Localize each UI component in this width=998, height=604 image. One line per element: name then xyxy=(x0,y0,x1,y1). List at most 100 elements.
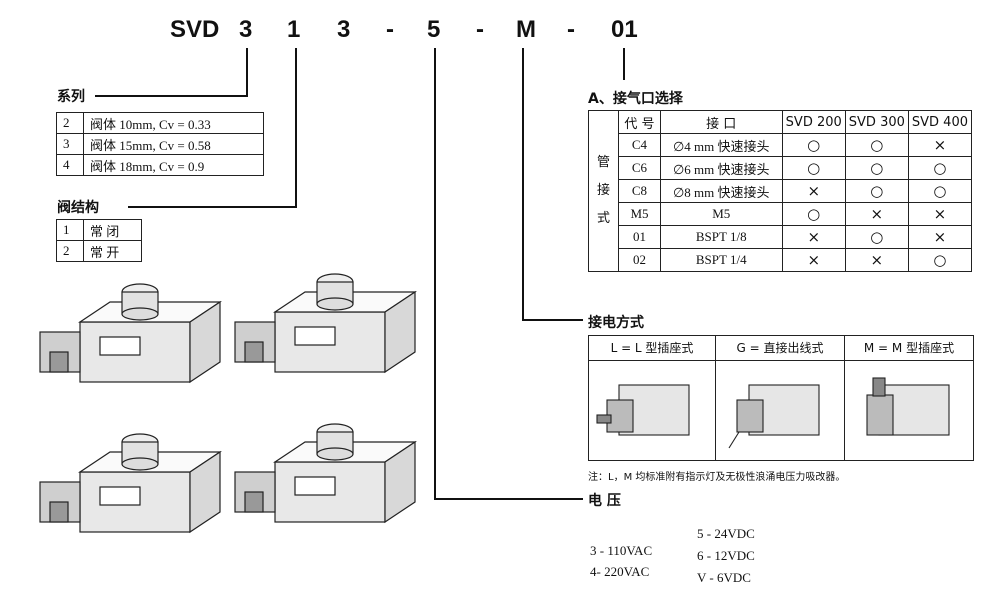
port-selection-title: A、接气口选择 xyxy=(588,91,683,107)
connection-note: 注：L，M 均标准附有指示灯及无极性浪涌电压力吸改器。 xyxy=(588,472,846,483)
port-code: M5 xyxy=(618,202,661,226)
valve-image-3 xyxy=(39,433,221,533)
port-desc: BSPT 1/8 xyxy=(659,225,783,249)
connection-panel: L = L 型插座式 G = 直接出线式 M = M 型插座式 xyxy=(588,335,974,461)
port-header: SVD 300 xyxy=(844,110,909,134)
structure-code: 2 xyxy=(56,240,84,262)
divider xyxy=(844,360,845,460)
port-mark: ○ xyxy=(844,179,909,203)
table-row: 2 常 开 xyxy=(56,240,142,262)
model-structure-code: 1 xyxy=(287,16,301,43)
port-header: 接 口 xyxy=(659,110,783,134)
port-mark: × xyxy=(907,202,973,226)
connection-option-m: M = M 型插座式 xyxy=(845,336,973,361)
structure-code: 1 xyxy=(56,219,84,241)
valve-image-2 xyxy=(234,273,416,373)
series-code: 3 xyxy=(56,133,84,155)
port-mark: ○ xyxy=(844,133,909,157)
model-series-code: 3 xyxy=(239,16,253,43)
series-desc: 阀体 18mm, Cv = 0.9 xyxy=(83,154,264,176)
port-selection-table: 管 接 式 代 号 接 口 SVD 200 SVD 300 SVD 400 C4… xyxy=(587,110,973,272)
port-header: SVD 200 xyxy=(781,110,846,134)
model-connection-code: M xyxy=(516,16,536,43)
port-mark: ○ xyxy=(844,225,909,249)
leader-voltage xyxy=(434,48,583,500)
port-mark: ○ xyxy=(907,156,973,180)
port-desc: ∅8 mm 快速接头 xyxy=(659,179,783,203)
port-header: 代 号 xyxy=(618,110,661,134)
model-prefix: SVD xyxy=(170,16,220,43)
table-row: 02 BSPT 1/4 × × ○ xyxy=(589,248,973,272)
model-dash: - xyxy=(567,16,575,43)
port-mark: × xyxy=(844,202,909,226)
model-voltage-code: 5 xyxy=(427,16,441,43)
table-row: C8 ∅8 mm 快速接头 × ○ ○ xyxy=(589,179,973,203)
series-code: 4 xyxy=(56,154,84,176)
port-mark: ○ xyxy=(844,156,909,180)
table-row: M5 M5 ○ × × xyxy=(589,202,973,226)
connection-option-g: G = 直接出线式 xyxy=(716,336,845,361)
leader-series xyxy=(95,48,248,97)
divider xyxy=(715,360,716,460)
port-mark: × xyxy=(781,179,846,203)
table-row: 01 BSPT 1/8 × ○ × xyxy=(589,225,973,249)
table-row: 1 常 闭 xyxy=(56,219,142,241)
leader-structure xyxy=(128,48,297,208)
leader-connection xyxy=(522,48,583,321)
voltage-dc-item: V - 6VDC xyxy=(697,570,751,585)
port-mark: × xyxy=(781,225,846,249)
port-desc: ∅4 mm 快速接头 xyxy=(659,133,783,157)
voltage-dc-item: 5 - 24VDC xyxy=(697,526,755,541)
valve-image-1 xyxy=(39,283,221,383)
port-side-label: 管 接 式 xyxy=(587,110,620,272)
voltage-ac-item: 4- 220VAC xyxy=(590,564,650,579)
port-code: C6 xyxy=(618,156,661,180)
table-row: 4 阀体 18mm, Cv = 0.9 xyxy=(56,154,264,176)
valve-illustrations xyxy=(39,273,416,533)
voltage-title: 电 压 xyxy=(588,493,621,509)
port-desc: ∅6 mm 快速接头 xyxy=(659,156,783,180)
series-desc: 阀体 15mm, Cv = 0.58 xyxy=(83,133,264,155)
series-title: 系列 xyxy=(57,89,85,105)
voltage-dc-item: 6 - 12VDC xyxy=(697,548,755,563)
port-desc: BSPT 1/4 xyxy=(659,248,783,272)
voltage-ac-list: 3 - 110VAC 4- 220VAC xyxy=(590,540,652,582)
port-mark: × xyxy=(907,225,973,249)
port-code: C8 xyxy=(618,179,661,203)
port-mark: ○ xyxy=(781,156,846,180)
voltage-ac-item: 3 - 110VAC xyxy=(590,543,653,558)
port-mark: ○ xyxy=(781,133,846,157)
valve-image-4 xyxy=(234,423,416,523)
structure-title: 阀结构 xyxy=(57,200,99,216)
table-row: C4 ∅4 mm 快速接头 ○ ○ × xyxy=(589,133,973,157)
port-mark: ○ xyxy=(907,248,973,272)
structure-desc: 常 开 xyxy=(83,240,142,262)
series-desc: 阀体 10mm, Cv = 0.33 xyxy=(83,112,264,134)
structure-desc: 常 闭 xyxy=(83,219,142,241)
port-mark: × xyxy=(844,248,909,272)
port-mark: ○ xyxy=(781,202,846,226)
series-table: 2 阀体 10mm, Cv = 0.33 3 阀体 15mm, Cv = 0.5… xyxy=(56,112,264,176)
port-code: C4 xyxy=(618,133,661,157)
port-mark: ○ xyxy=(907,179,973,203)
model-dash: - xyxy=(476,16,484,43)
voltage-dc-list: 5 - 24VDC 6 - 12VDC V - 6VDC xyxy=(697,523,755,589)
series-code: 2 xyxy=(56,112,84,134)
port-desc: M5 xyxy=(659,202,783,226)
port-header: SVD 400 xyxy=(907,110,973,134)
structure-table: 1 常 闭 2 常 开 xyxy=(56,219,142,262)
connection-title: 接电方式 xyxy=(588,315,644,331)
table-row: C6 ∅6 mm 快速接头 ○ ○ ○ xyxy=(589,156,973,180)
port-mark: × xyxy=(907,133,973,157)
table-row: 2 阀体 10mm, Cv = 0.33 xyxy=(56,112,264,134)
connection-option-l: L = L 型插座式 xyxy=(589,336,716,361)
model-port-option-code: 01 xyxy=(611,16,638,43)
port-mark: × xyxy=(781,248,846,272)
port-code: 02 xyxy=(618,248,661,272)
model-port-code: 3 xyxy=(337,16,351,43)
table-row: 3 阀体 15mm, Cv = 0.58 xyxy=(56,133,264,155)
connection-images xyxy=(596,377,950,449)
table-row: 管 接 式 代 号 接 口 SVD 200 SVD 300 SVD 400 xyxy=(587,110,973,272)
model-dash: - xyxy=(386,16,394,43)
